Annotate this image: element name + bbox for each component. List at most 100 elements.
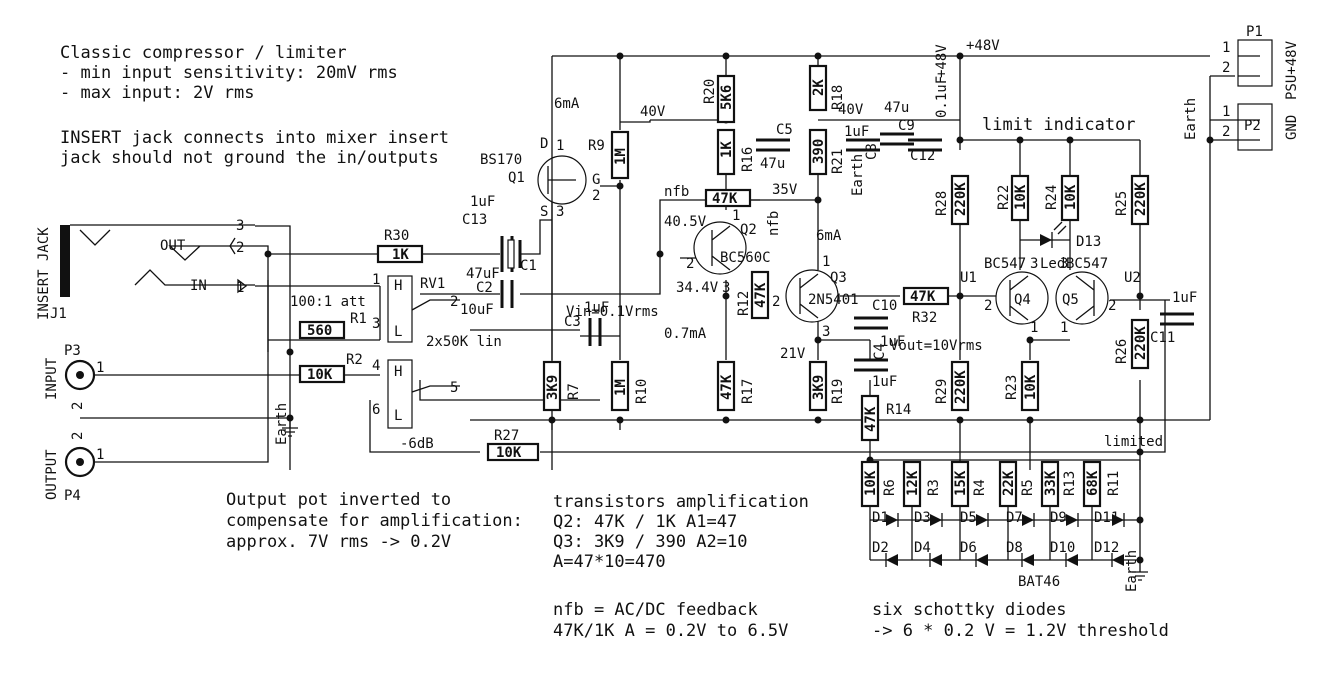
d10-ref: D10 [1050,540,1075,556]
resistor-r32: 47K R32 [902,286,950,326]
note-title-line: - max input: 2V rms [60,83,254,103]
c9-ref: C9 [898,118,915,134]
supply-label: +48V [934,44,950,78]
rv1-pin2: 2 [450,294,458,310]
q5-pin3: 3 [1060,256,1068,272]
earth-label: Earth [850,154,866,196]
rv1-pin4: 4 [372,358,380,374]
q1-ref: Q1 [508,170,525,186]
r18-value: 2K [811,79,827,96]
note-output-pot-line: compensate for amplification: [226,511,523,531]
jack-name: INSERT JACK [36,227,52,320]
r13-value: 33K [1043,470,1059,496]
note-diodes-line: six schottky diodes [872,600,1066,620]
resistor-r22: 10K R22 [996,174,1030,222]
diode-d9: D9 [1050,510,1079,527]
r28-value: 220K [953,182,969,216]
resistor-r3: 12K R3 [902,460,942,508]
diode-d6: D6 [960,540,988,567]
r27-ref: R27 [494,428,519,444]
c8-value: 1uF [844,124,869,140]
r19-ref: R19 [830,379,846,404]
q1-pin2: 2 [592,188,600,204]
r7-ref: R7 [566,383,582,400]
v40b-label: 40V [838,102,864,118]
resistor-r7: 3K9 R7 [542,360,582,412]
r9-value: 1M [613,148,629,165]
note-insert: INSERT jack connects into mixer insert j… [60,128,449,168]
note-nfb-line: 47K/1K A = 0.2V to 6.5V [553,621,788,641]
r7-value: 3K9 [545,375,561,400]
c13-ref: C13 [462,212,487,228]
c5-ref: C5 [776,122,793,138]
note-title-line: - min input sensitivity: 20mV rms [60,63,398,83]
c10-value: 1uF [880,334,905,350]
supply-label: +48V [966,38,1000,54]
resistor-r24: 10K R24 [1044,174,1080,222]
r10-ref: R10 [634,379,650,404]
diode-d5: D5 [960,510,989,527]
r17-value: 47K [719,374,735,400]
rv1-h: H [394,278,402,294]
r12-value: 47K [753,282,769,308]
r24-value: 10K [1063,184,1079,210]
r3-value: 12K [905,470,921,496]
r21-ref: R21 [830,149,846,174]
q5-pin1: 1 [1060,320,1068,336]
vout-label: Vout=10Vrms [890,338,983,354]
earth-label: Earth [274,403,290,445]
r32-ref: R32 [912,310,937,326]
resistor-r13: 33K R13 [1040,460,1078,508]
r26-ref: R26 [1114,339,1130,364]
diode-d10: D10 [1050,540,1078,567]
q2-type: BC560C [720,250,771,266]
p2-name: GND [1284,115,1300,140]
r29-value: 220K [953,370,969,404]
q2-pin2: 2 [686,256,694,272]
r13-ref: R13 [1062,471,1078,496]
resistor-r15: 47K [704,188,752,208]
q3-pin1: 1 [822,254,830,270]
r4-value: 15K [953,470,969,496]
resistor-r30: 1K R30 [376,228,424,264]
r9-ref: R9 [588,138,605,154]
rv1-pin3: 3 [372,316,380,332]
p1-pin1: 1 [1222,40,1230,56]
d11-ref: D11 [1094,510,1119,526]
vin-label: Vin=0.1Vrms [566,304,659,320]
c12-value: 0.1uF [934,76,950,118]
jack-pin1: 1 [236,280,244,296]
r21-value: 390 [811,139,827,164]
r4-ref: R4 [972,479,988,496]
note-insert-line: jack should not ground the in/outputs [60,148,439,168]
note-output-pot: Output pot inverted to compensate for am… [226,490,523,552]
q3-type: 2N5401 [808,292,859,308]
d1-ref: D1 [872,510,889,526]
note-insert-line: INSERT jack connects into mixer insert [60,128,449,148]
resistor-r18: 2K R18 [808,64,846,112]
jack-in-label: IN [190,278,207,294]
capacitor-c13: 1uF C13 [462,194,514,272]
q2-pin3: 3 [722,280,730,296]
r16-ref: R16 [740,147,756,172]
d13-ref: D13 [1076,234,1101,250]
resistor-r19: 3K9 R19 [808,360,846,412]
c11-value: 1uF [1172,290,1197,306]
r14-value: 47K [863,406,879,432]
r18-ref: R18 [830,85,846,110]
r26-value: 220K [1133,326,1149,360]
jack-body [60,225,70,297]
d2-ref: D2 [872,540,889,556]
p4-ref: P4 [64,488,81,504]
rv1-pin5: 5 [450,380,458,396]
pot-rv1: H L H L 1 2 3 4 5 6 RV1 100:1 att 2x50K … [290,272,502,452]
resistor-r17: 47K R17 [716,360,756,412]
q1-s: S [540,204,548,220]
p2-pin1: 1 [1222,104,1230,120]
u1-label: U1 [960,270,977,286]
diode-d4: D4 [914,540,942,567]
diode-d11: D11 [1094,510,1125,527]
pot-type-label: 2x50K lin [426,334,502,350]
c1-ref: C1 [520,258,537,274]
r10-value: 1M [613,379,629,396]
